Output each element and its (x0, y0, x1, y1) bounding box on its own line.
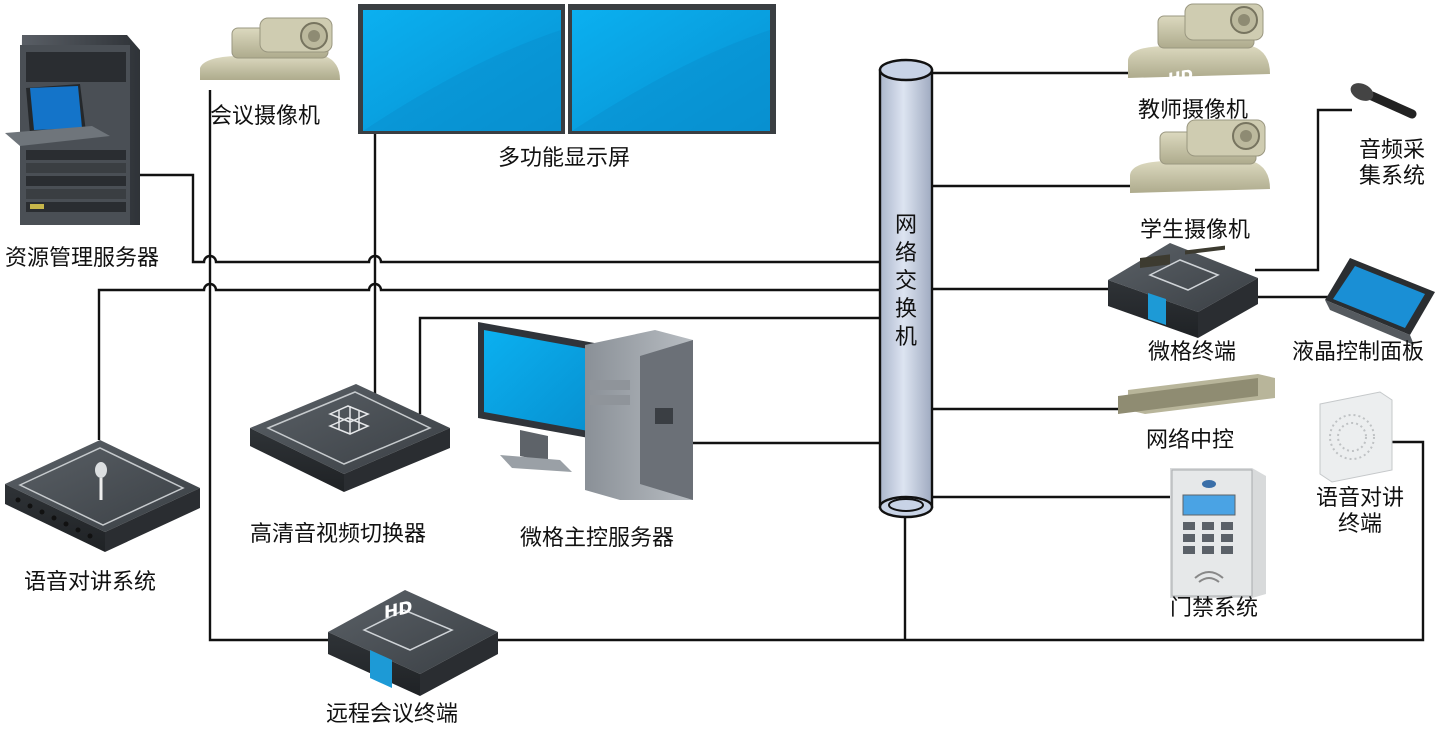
lcd-panel-label: 液晶控制面板 (1292, 340, 1425, 365)
display-wall-label: 多功能显示屏 (498, 146, 631, 171)
microphone-icon (1350, 83, 1417, 119)
network-switch-label: 网络交换机 (891, 212, 921, 352)
access-control-keypad-icon (1170, 468, 1266, 598)
network-switch-label-char: 络 (894, 241, 917, 266)
meeting-camera-label: 会议摄像机 (210, 104, 321, 129)
av-switcher-device-icon (250, 384, 450, 492)
audio-capture-label: 音频采 集系统 (1358, 138, 1425, 189)
network-controller-icon (1118, 245, 1275, 414)
teacher-camera-label: 教师摄像机 (1138, 98, 1249, 123)
intercom-system-device-icon (5, 440, 200, 552)
network-switch-label-char: 网 (894, 213, 917, 238)
resource-server-label: 资源管理服务器 (5, 246, 160, 271)
ptz-camera-icon (200, 17, 340, 80)
intercom-system-label: 语音对讲系统 (24, 570, 157, 595)
micro-terminal-label: 微格终端 (1148, 340, 1237, 365)
display-wall-icon (358, 4, 776, 134)
intercom-speaker-icon (1319, 391, 1393, 483)
teacher-camera-icon (1128, 3, 1270, 78)
connection-lines (97, 71, 1425, 642)
intercom-terminal-label: 语音对讲 终端 (1315, 486, 1404, 537)
network-switch-label-char: 机 (894, 325, 917, 350)
student-camera-label: 学生摄像机 (1140, 218, 1251, 243)
main-server-label: 微格主控服务器 (520, 526, 675, 551)
remote-terminal-label: 远程会议终端 (326, 702, 459, 727)
student-camera-icon (1130, 119, 1270, 193)
main-server-pc-icon (478, 322, 693, 500)
hd-badge-text: HD (1168, 66, 1193, 88)
lcd-panel-icon (1325, 258, 1435, 345)
server-rack-icon (5, 35, 140, 225)
network-switch-label-char: 换 (894, 297, 917, 322)
access-control-label: 门禁系统 (1170, 596, 1259, 621)
network-control-label: 网络中控 (1146, 428, 1235, 453)
network-switch (878, 58, 934, 519)
remote-terminal-device-icon: HD (328, 590, 498, 696)
network-switch-label-char: 交 (894, 269, 917, 294)
av-switcher-label: 高清音视频切换器 (250, 522, 427, 547)
